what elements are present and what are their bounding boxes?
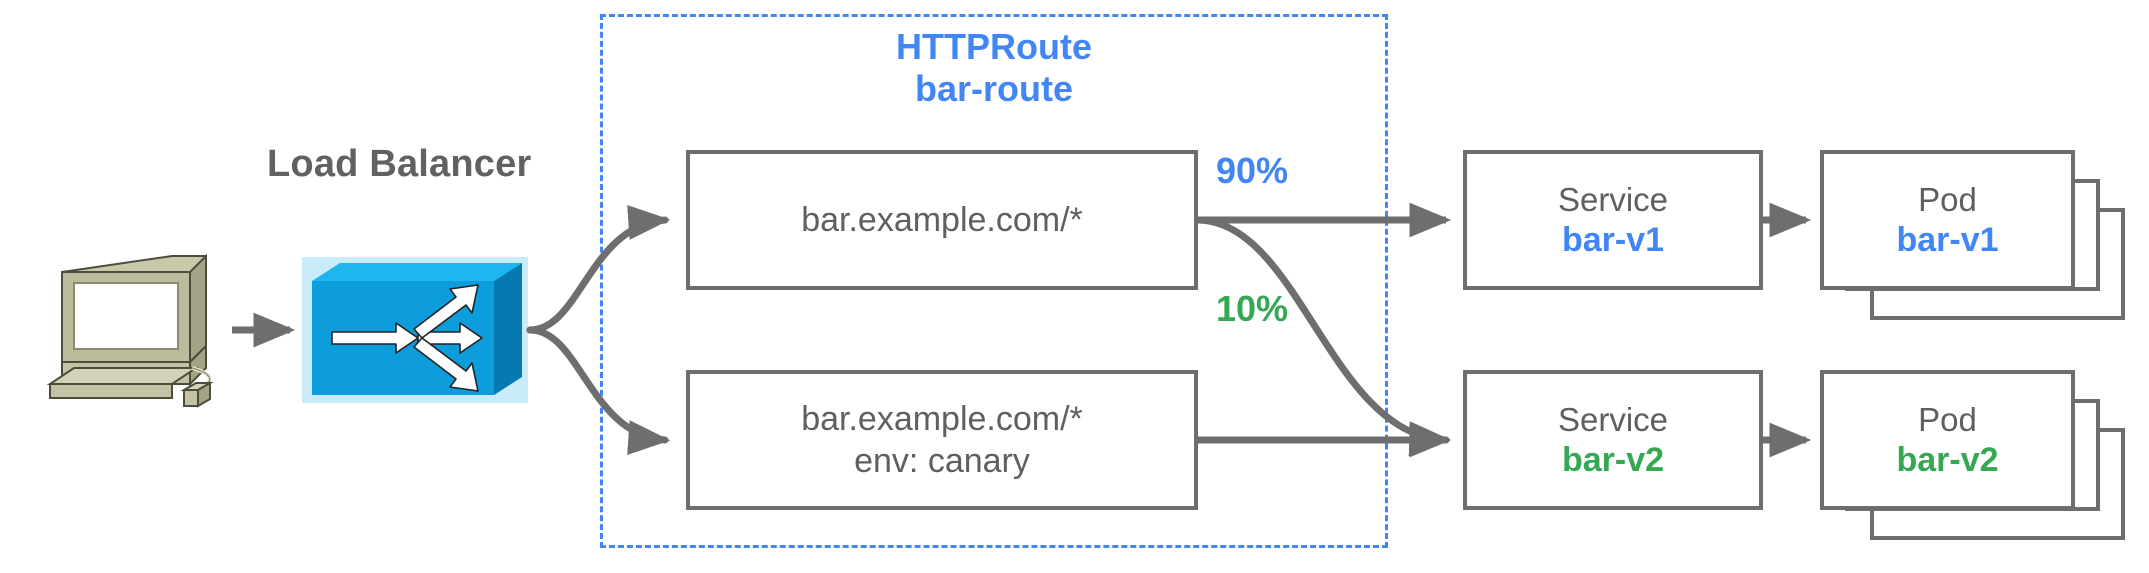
weight-label-90: 90%: [1216, 150, 1289, 191]
httproute-kind-label: HTTPRoute: [896, 26, 1092, 67]
service-box-bar-v2[interactable]: Service bar-v2: [1463, 370, 1763, 510]
route-match-box-canary[interactable]: bar.example.com/* env: canary: [686, 370, 1198, 510]
pod-box-bar-v2[interactable]: Pod bar-v2: [1820, 370, 2075, 510]
weight-label-10: 10%: [1216, 288, 1289, 329]
route-canary-line1: bar.example.com/*: [801, 399, 1083, 438]
pod-v1-kind: Pod: [1918, 180, 1977, 218]
pod-stack-bar-v1: Pod bar-v1: [1820, 150, 2125, 320]
pod-box-bar-v1[interactable]: Pod bar-v1: [1820, 150, 2075, 290]
service-v2-name: bar-v2: [1561, 441, 1665, 480]
network-switch-icon: [300, 255, 530, 405]
route-match-box-primary[interactable]: bar.example.com/*: [686, 150, 1198, 290]
httproute-region-title: HTTPRoute bar-route: [600, 26, 1388, 111]
pod-v2-kind: Pod: [1918, 400, 1977, 438]
service-v1-kind: Service: [1557, 180, 1669, 218]
route-primary-line1: bar.example.com/*: [801, 200, 1083, 239]
pod-stack-bar-v2: Pod bar-v2: [1820, 370, 2125, 540]
service-v2-kind: Service: [1557, 400, 1669, 438]
pod-v1-name: bar-v1: [1896, 221, 1999, 260]
httproute-name-label: bar-route: [914, 68, 1073, 110]
load-balancer-label: Load Balancer: [267, 143, 532, 185]
service-v1-name: bar-v1: [1561, 221, 1665, 260]
route-canary-line2: env: canary: [854, 442, 1030, 480]
pod-v2-name: bar-v2: [1896, 441, 1999, 480]
desktop-computer-icon: [44, 250, 224, 410]
service-box-bar-v1[interactable]: Service bar-v1: [1463, 150, 1763, 290]
